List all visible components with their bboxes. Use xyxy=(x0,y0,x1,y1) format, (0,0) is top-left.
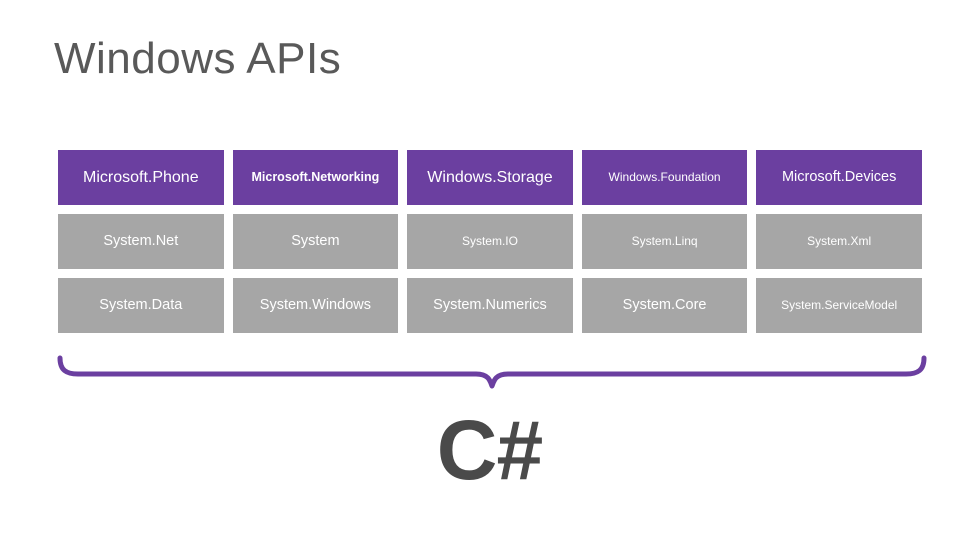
api-box-label: Windows.Foundation xyxy=(608,169,721,184)
api-box-system-net[interactable]: System.Net xyxy=(58,214,224,269)
api-box-system[interactable]: System xyxy=(232,214,399,269)
api-box-system-numerics[interactable]: System.Numerics xyxy=(407,278,573,333)
api-box-label: System.IO xyxy=(461,233,518,248)
api-box-system-servicemodel[interactable]: System.ServiceModel xyxy=(756,278,922,333)
api-box-microsoft-networking[interactable]: Microsoft.Networking xyxy=(232,150,399,205)
api-box-label: System.Core xyxy=(622,296,707,313)
api-box-label: Microsoft.Devices xyxy=(781,168,897,185)
api-box-system-core[interactable]: System.Core xyxy=(581,278,748,333)
api-box-microsoft-devices[interactable]: Microsoft.Devices xyxy=(756,150,922,205)
api-box-label: System.Xml xyxy=(807,233,872,248)
api-box-system-linq[interactable]: System.Linq xyxy=(581,214,748,269)
api-box-system-windows[interactable]: System.Windows xyxy=(232,278,399,333)
api-namespace-grid: Microsoft.Phone Microsoft.Networking Win… xyxy=(58,150,922,333)
api-box-label: System.Numerics xyxy=(433,296,547,313)
api-box-microsoft-phone[interactable]: Microsoft.Phone xyxy=(58,150,224,205)
api-box-system-data[interactable]: System.Data xyxy=(58,278,224,333)
api-box-label: System.Data xyxy=(99,296,183,313)
api-box-windows-foundation[interactable]: Windows.Foundation xyxy=(581,150,748,205)
page-title: Windows APIs xyxy=(54,34,342,83)
api-box-label: System.ServiceModel xyxy=(781,297,898,312)
curly-brace-down-icon xyxy=(52,352,932,392)
api-box-label: Windows.Storage xyxy=(427,168,553,186)
api-box-system-io[interactable]: System.IO xyxy=(407,214,573,269)
api-box-label: System.Linq xyxy=(631,233,698,248)
api-box-label: System.Net xyxy=(103,232,179,249)
api-box-label: Microsoft.Phone xyxy=(82,168,199,186)
table-row: System.Net System System.IO System.Linq … xyxy=(58,214,922,269)
api-box-label: System xyxy=(291,232,340,249)
api-box-label: Microsoft.Networking xyxy=(251,169,380,184)
table-row: System.Data System.Windows System.Numeri… xyxy=(58,278,922,333)
api-box-label: System.Windows xyxy=(259,296,371,313)
api-box-system-xml[interactable]: System.Xml xyxy=(756,214,922,269)
api-box-windows-storage[interactable]: Windows.Storage xyxy=(407,150,573,205)
language-label: C# xyxy=(0,408,979,492)
table-row: Microsoft.Phone Microsoft.Networking Win… xyxy=(58,150,922,205)
language-label-text: C# xyxy=(436,403,543,497)
